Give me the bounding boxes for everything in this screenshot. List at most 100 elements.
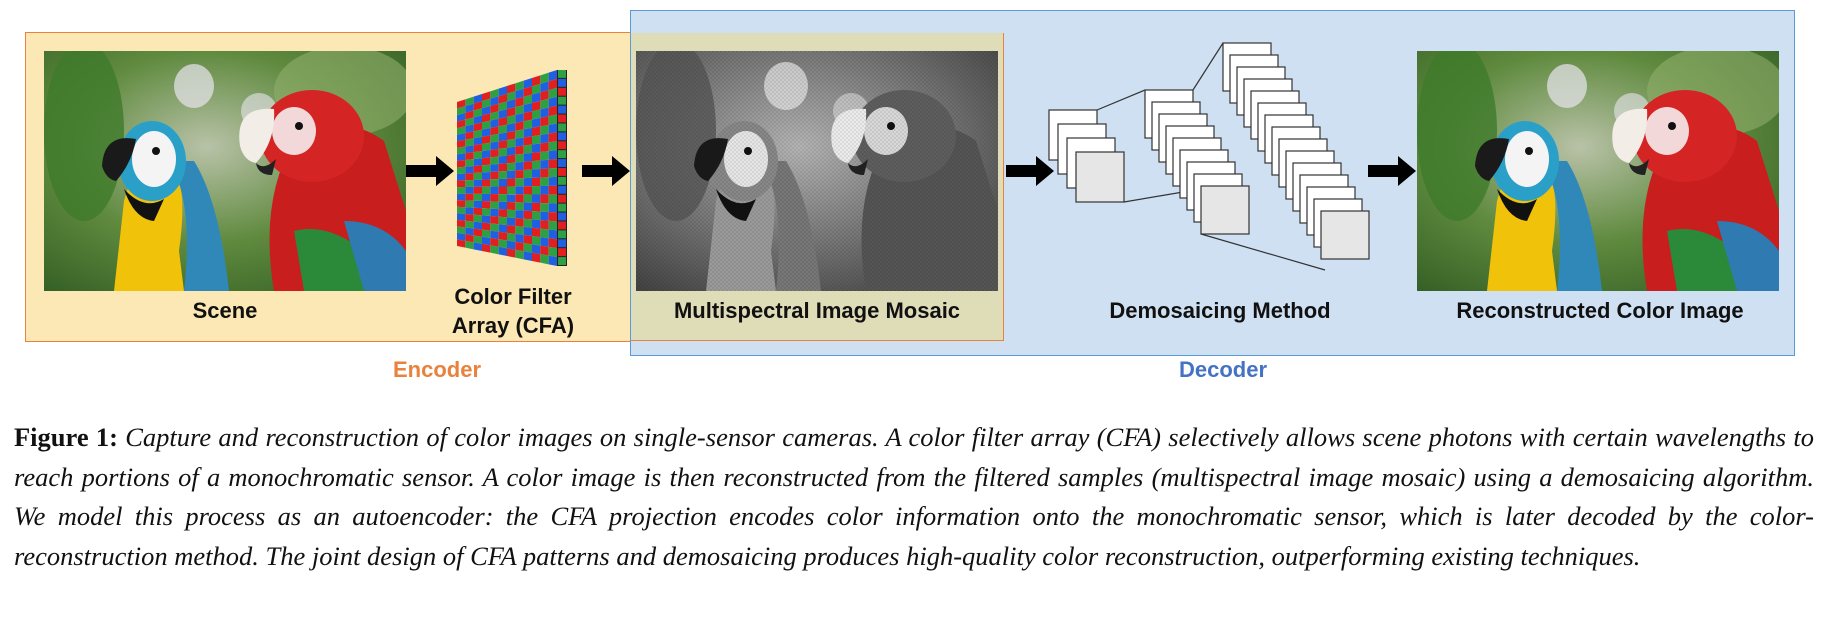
cfa-cell <box>498 116 507 127</box>
cfa-cell <box>482 179 491 187</box>
cfa-cell <box>465 152 474 161</box>
cfa-cell <box>482 193 491 202</box>
arrow-scene-to-cfa <box>406 156 454 186</box>
cfa-cell <box>498 178 507 187</box>
cfa-cell <box>490 179 499 187</box>
cfa-cell <box>532 100 541 112</box>
cfa-edge-cell <box>558 168 566 176</box>
cfa-cell <box>540 168 549 178</box>
cfa-cell <box>473 108 482 118</box>
cfa-cell <box>523 152 532 162</box>
cfa-cell <box>532 160 541 170</box>
cfa-cell <box>457 106 466 116</box>
cfa-cell <box>465 213 474 222</box>
network-connector <box>1192 42 1224 91</box>
cfa-cell <box>523 111 532 122</box>
cfa-cell <box>540 254 549 265</box>
cfa-cell <box>548 132 557 143</box>
cfa-cell <box>457 186 466 194</box>
cfa-cell <box>548 96 557 108</box>
cfa-cell <box>482 222 491 231</box>
cfa-cell <box>540 133 549 144</box>
cfa-cell <box>490 163 499 172</box>
cfa-cell <box>515 96 524 108</box>
cfa-cell <box>482 120 491 130</box>
cfa-cell <box>515 153 524 163</box>
cfa-cell <box>507 178 516 187</box>
cfa-cell <box>473 158 482 167</box>
cfa-cell <box>507 240 516 250</box>
cfa-cell <box>465 234 474 243</box>
cfa-cell <box>515 121 524 131</box>
cfa-cell <box>548 176 557 186</box>
cfa-cell <box>515 249 524 260</box>
cfa-cell <box>482 106 491 116</box>
cfa-cell <box>457 200 466 208</box>
cfa-cell <box>515 210 524 219</box>
cfa-cell <box>457 112 466 122</box>
cfa-cell <box>457 180 466 188</box>
cfa-cell <box>523 86 532 97</box>
cfa-cell <box>548 141 557 152</box>
cfa-cell <box>523 202 532 212</box>
cfa-cell <box>532 134 541 145</box>
cfa-cell <box>490 88 499 99</box>
cfa-cell <box>532 252 541 263</box>
cfa-cell <box>532 211 541 221</box>
cfa-cell <box>507 138 516 148</box>
cfa-cell <box>548 203 557 213</box>
cfa-cell <box>507 154 516 164</box>
cfa-cell <box>532 109 541 120</box>
cfa-cell <box>490 208 499 217</box>
cfa-cell <box>473 200 482 209</box>
scene-image <box>44 51 406 291</box>
cfa-cell <box>490 141 499 150</box>
cfa-cell <box>548 255 557 266</box>
cfa-edge-cell <box>558 185 566 194</box>
arrow-network-to-output <box>1368 156 1416 186</box>
cfa-cell <box>473 221 482 230</box>
cfa-cell <box>473 186 482 194</box>
cfa-cell <box>532 169 541 178</box>
cfa-cell <box>507 194 516 203</box>
cfa-cell <box>548 194 557 204</box>
cfa-cell <box>540 159 549 169</box>
cfa-cell <box>507 248 516 258</box>
cfa-cell <box>498 86 507 97</box>
network-layer <box>1075 151 1125 203</box>
cfa-cell <box>498 186 507 195</box>
cfa-cell <box>548 70 557 82</box>
cfa-cell <box>465 207 474 215</box>
cfa-cell <box>532 143 541 153</box>
cfa-cell <box>465 131 474 140</box>
cfa-cell <box>540 194 549 204</box>
cfa-cell <box>473 179 482 187</box>
cfa-cell <box>540 116 549 127</box>
cfa-cell <box>490 96 499 106</box>
cfa-cell <box>498 109 507 119</box>
cfa-cell <box>523 226 532 237</box>
cfa-cell <box>482 113 491 123</box>
cfa-cell <box>482 135 491 144</box>
cfa-cell <box>457 133 466 142</box>
cfa-cell <box>507 122 516 133</box>
figure-caption: Figure 1: Capture and reconstruction of … <box>14 418 1814 576</box>
cfa-cell <box>457 219 466 228</box>
cfa-cell <box>498 155 507 164</box>
cfa-cell <box>465 173 474 181</box>
cfa-edge-cell <box>558 123 566 132</box>
cfa-cell <box>482 243 491 253</box>
arrow-cfa-to-mosaic <box>582 156 630 186</box>
scene-label: Scene <box>192 298 258 323</box>
cfa-cell <box>548 229 557 240</box>
cfa-cell <box>473 172 482 180</box>
cfa-cell <box>465 117 474 127</box>
cfa-cell <box>465 166 474 174</box>
cfa-edge-cell <box>558 78 566 87</box>
cfa-cell <box>490 230 499 240</box>
cfa-cell <box>507 130 516 141</box>
cfa-cell <box>490 194 499 202</box>
cfa-cell <box>490 216 499 225</box>
cfa-cell <box>457 193 466 201</box>
